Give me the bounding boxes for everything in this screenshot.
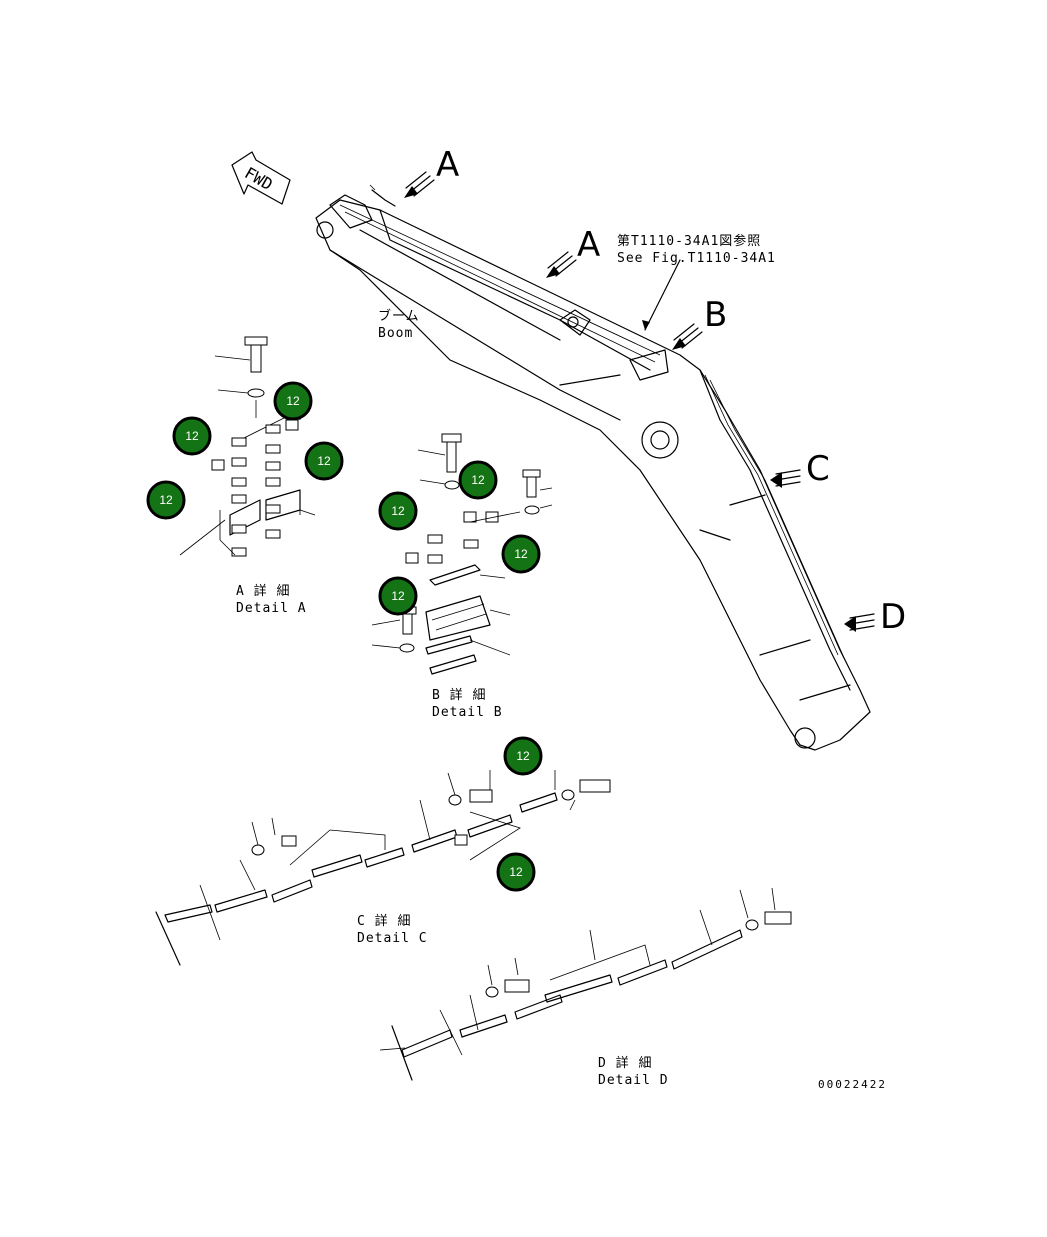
part-number-badge[interactable]: 12	[503, 736, 543, 776]
detail-c-label-en: Detail C	[357, 931, 428, 946]
view-marker-a1: A	[436, 145, 459, 185]
detail-d-label-jp: D 詳 細	[598, 1055, 652, 1071]
svg-text:12: 12	[391, 504, 405, 518]
view-marker-b: B	[704, 295, 727, 335]
part-number-badge[interactable]: 12	[146, 480, 186, 520]
reference-jp: 第T1110-34A1図参照	[617, 233, 761, 249]
svg-text:12: 12	[516, 749, 530, 763]
detail-d-parts	[379, 887, 792, 1081]
view-arrow-b-icon	[672, 323, 703, 350]
boom-label-en: Boom	[378, 326, 413, 341]
detail-b-label-jp: B 詳 細	[432, 687, 486, 703]
svg-text:12: 12	[185, 429, 199, 443]
part-number-badge[interactable]: 12	[378, 576, 418, 616]
detail-a-parts	[179, 336, 316, 557]
boom-label-jp: ブーム	[378, 308, 420, 324]
detail-c-parts	[155, 770, 611, 966]
view-arrow-a2-icon	[546, 251, 577, 278]
part-number-badge[interactable]: 12	[496, 852, 536, 892]
svg-text:12: 12	[391, 589, 405, 603]
part-number-badge[interactable]: 12	[273, 381, 313, 421]
drawing-number: 00022422	[818, 1078, 887, 1091]
fwd-arrow-icon: FWD	[231, 151, 291, 205]
view-arrow-c-icon	[770, 469, 801, 488]
reference-en: See Fig.T1110-34A1	[617, 251, 776, 266]
part-number-badge[interactable]: 12	[172, 416, 212, 456]
svg-text:12: 12	[286, 394, 300, 408]
detail-a-label-jp: A 詳 細	[236, 583, 290, 599]
svg-text:12: 12	[509, 865, 523, 879]
detail-d-label-en: Detail D	[598, 1073, 669, 1088]
svg-text:12: 12	[159, 493, 173, 507]
view-arrow-a1-icon	[404, 171, 435, 198]
view-arrow-d-icon	[844, 613, 875, 632]
view-marker-a2: A	[577, 225, 600, 265]
part-number-badge[interactable]: 12	[458, 460, 498, 500]
part-number-badge[interactable]: 12	[378, 491, 418, 531]
svg-text:12: 12	[471, 473, 485, 487]
part-number-badge[interactable]: 12	[304, 441, 344, 481]
detail-c-label-jp: C 詳 細	[357, 913, 411, 929]
detail-a-label-en: Detail A	[236, 601, 307, 616]
view-marker-c: C	[806, 449, 830, 489]
svg-text:12: 12	[317, 454, 331, 468]
boom-assembly	[315, 184, 871, 751]
part-number-badge[interactable]: 12	[501, 534, 541, 574]
view-marker-d: D	[880, 597, 906, 637]
detail-b-label-en: Detail B	[432, 705, 503, 720]
svg-text:12: 12	[514, 547, 528, 561]
